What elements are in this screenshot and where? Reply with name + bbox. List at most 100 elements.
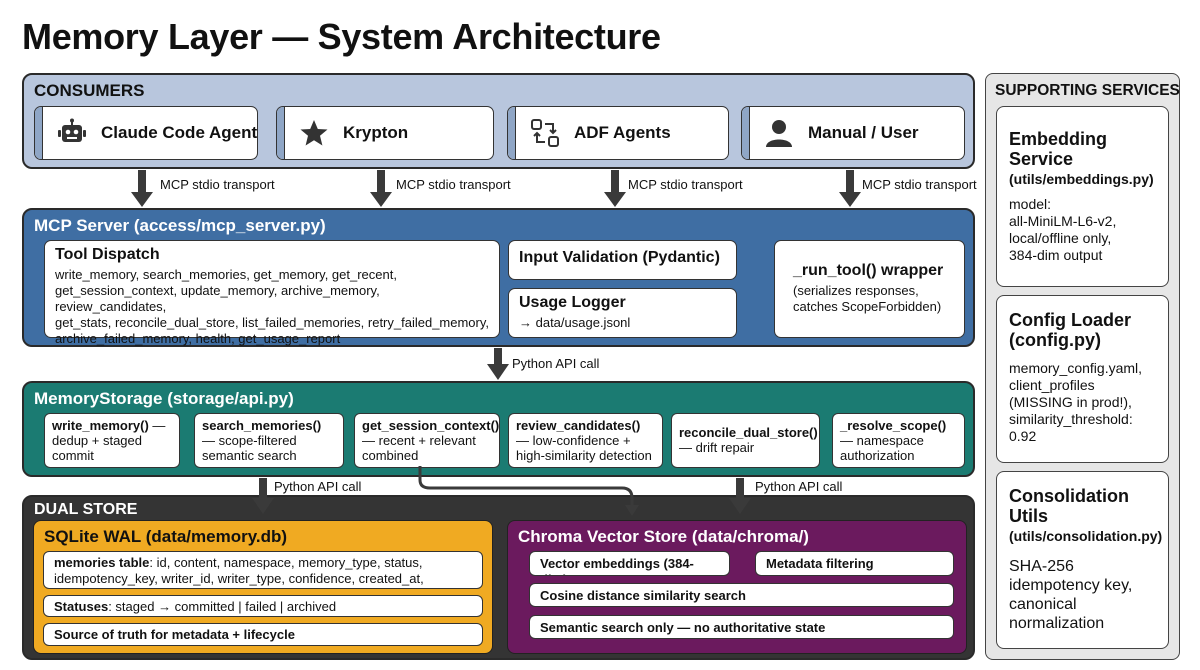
method-header: search_memories() bbox=[202, 418, 336, 433]
arrow-storage-to-sqlite bbox=[252, 478, 274, 514]
run-tool-line: catches ScopeForbidden) bbox=[793, 299, 942, 314]
tool-dispatch-line: write_memory, search_memories, get_memor… bbox=[55, 267, 397, 282]
tool-dispatch-card: Tool Dispatch write_memory, search_memor… bbox=[44, 240, 500, 346]
run-tool-wrapper-card: _run_tool() wrapper (serializes response… bbox=[774, 240, 965, 338]
consolidation-body-line: canonical bbox=[1009, 596, 1077, 613]
transport-label-2: MCP stdio transport bbox=[396, 177, 511, 192]
arrow-session-context-to-chroma bbox=[418, 466, 639, 516]
arrow-storage-to-chroma bbox=[729, 478, 751, 514]
config-title-line: Config Loader bbox=[1009, 310, 1131, 330]
tool-dispatch-line: get_stats, reconcile_dual_store, list_fa… bbox=[55, 315, 490, 330]
arrow-consumer-2 bbox=[370, 170, 392, 207]
sqlite-truth-text: Source of truth for metadata + lifecycle bbox=[54, 627, 295, 642]
chroma-row-text: Vector embeddings (384-dim) bbox=[540, 556, 694, 575]
chroma-metadata-filtering: Metadata filtering bbox=[755, 551, 954, 576]
method-header: review_candidates() bbox=[516, 418, 655, 433]
arrow-consumer-1 bbox=[131, 170, 153, 207]
config-loader-card: Config Loader (config.py) memory_config.… bbox=[996, 295, 1169, 463]
sqlite-statuses: Statuses: staged → committed | failed | … bbox=[43, 595, 483, 617]
consolidation-body-line: idempotency key, bbox=[1009, 577, 1133, 594]
sqlite-title: SQLite WAL (data/memory.db) bbox=[44, 527, 288, 546]
transport-label-4: MCP stdio transport bbox=[862, 177, 977, 192]
memory-storage-band: MemoryStorage (storage/api.py) write_mem… bbox=[22, 381, 975, 477]
consumer-label: Manual / User bbox=[808, 123, 919, 142]
method-name: _resolve_scope() bbox=[840, 418, 947, 433]
consumers-band: CONSUMERS Claude Code Agents Krypton bbox=[22, 73, 975, 169]
consolidation-utils-card: Consolidation Utils (utils/consolidation… bbox=[996, 471, 1169, 649]
embedding-body-line: 384-dim output bbox=[1009, 247, 1103, 263]
consolidation-body-line: normalization bbox=[1009, 615, 1105, 632]
consumer-stripe bbox=[508, 107, 516, 159]
python-api-label-3: Python API call bbox=[755, 479, 843, 494]
consolidation-title-line: Utils bbox=[1009, 506, 1049, 526]
embedding-title-line: Embedding bbox=[1009, 129, 1107, 149]
input-validation-card: Input Validation (Pydantic) bbox=[508, 240, 737, 280]
usage-logger-detail: → data/usage.jsonl bbox=[519, 315, 631, 330]
chroma-semantic-only: Semantic search only — no authoritative … bbox=[529, 615, 954, 639]
method-line: dedup + staged bbox=[52, 433, 142, 448]
user-icon bbox=[762, 116, 796, 150]
method-line: — namespace bbox=[840, 433, 924, 448]
star-icon bbox=[297, 116, 331, 150]
tool-dispatch-title: Tool Dispatch bbox=[55, 246, 160, 263]
embedding-service-card: Embedding Service (utils/embeddings.py) … bbox=[996, 106, 1169, 287]
method-line: — low-confidence + bbox=[516, 433, 631, 448]
sqlite-store-box: SQLite WAL (data/memory.db) memories tab… bbox=[33, 520, 493, 654]
embedding-subtitle: (utils/embeddings.py) bbox=[1009, 171, 1154, 187]
mcp-server-label: MCP Server (access/mcp_server.py) bbox=[34, 216, 326, 235]
method-review-candidates: review_candidates() — low-confidence + h… bbox=[508, 413, 663, 468]
method-line: combined bbox=[362, 448, 419, 463]
memory-storage-label: MemoryStorage (storage/api.py) bbox=[34, 389, 294, 408]
usage-logger-title: Usage Logger bbox=[519, 294, 626, 311]
method-reconcile-dual-store: reconcile_dual_store() — drift repair bbox=[671, 413, 820, 468]
chroma-vector-embeddings: Vector embeddings (384-dim) bbox=[529, 551, 730, 576]
consumer-stripe bbox=[742, 107, 750, 159]
method-line: — drift repair bbox=[679, 440, 755, 455]
sqlite-table-label: memories table bbox=[54, 555, 150, 570]
consumer-label: Krypton bbox=[343, 123, 409, 142]
config-body-line: (MISSING in prod!), bbox=[1009, 394, 1132, 410]
consumer-manual-user: Manual / User bbox=[741, 106, 965, 160]
sqlite-memories-table: memories table: id, content, namespace, … bbox=[43, 551, 483, 589]
sqlite-statuses-value: : staged → committed | failed | archived bbox=[108, 599, 337, 614]
chroma-store-box: Chroma Vector Store (data/chroma/) Vecto… bbox=[507, 520, 967, 654]
sqlite-source-of-truth: Source of truth for metadata + lifecycle bbox=[43, 623, 483, 646]
arrow-consumer-4 bbox=[839, 170, 861, 207]
arrow-mcp-to-storage bbox=[487, 348, 509, 380]
sqlite-statuses-label: Statuses bbox=[54, 599, 109, 614]
method-line: commit bbox=[52, 448, 94, 463]
consumer-claude-code-agents: Claude Code Agents bbox=[34, 106, 258, 160]
method-name: search_memories() bbox=[202, 418, 322, 433]
method-name: review_candidates() bbox=[516, 418, 641, 433]
run-tool-title: _run_tool() wrapper bbox=[793, 262, 944, 279]
embedding-body-line: local/offline only, bbox=[1009, 230, 1112, 246]
robot-icon bbox=[55, 116, 89, 150]
config-body-line: 0.92 bbox=[1009, 428, 1037, 444]
consolidation-body: SHA-256 idempotency key, canonical norma… bbox=[1009, 557, 1156, 633]
config-body-line: client_profiles bbox=[1009, 377, 1095, 393]
method-line: high-similarity detection bbox=[516, 448, 652, 463]
config-body-line: memory_config.yaml, bbox=[1009, 360, 1143, 376]
method-name: get_session_context() bbox=[362, 418, 500, 433]
sqlite-table-columns: : id, content, namespace, memory_type, s… bbox=[149, 555, 423, 570]
transport-label-3: MCP stdio transport bbox=[628, 177, 743, 192]
method-name: reconcile_dual_store() bbox=[679, 425, 818, 440]
arrow-consumer-3 bbox=[604, 170, 626, 207]
config-title-line: (config.py) bbox=[1009, 330, 1101, 350]
embedding-body: model: all-MiniLM-L6-v2, local/offline o… bbox=[1009, 196, 1156, 264]
consolidation-title-line: Consolidation bbox=[1009, 486, 1129, 506]
method-name: write_memory() bbox=[52, 418, 149, 433]
method-header: _resolve_scope() bbox=[840, 418, 957, 433]
method-write-memory: write_memory() — dedup + staged commit bbox=[44, 413, 180, 468]
python-api-label-2: Python API call bbox=[274, 479, 362, 494]
dual-store-label: DUAL STORE bbox=[34, 501, 138, 518]
consumer-label: Claude Code Agents bbox=[101, 123, 258, 142]
input-validation-title: Input Validation (Pydantic) bbox=[519, 249, 720, 266]
method-line: — scope-filtered bbox=[202, 433, 297, 448]
sqlite-table-line: memories table: id, content, namespace, … bbox=[54, 555, 472, 571]
method-search-memories: search_memories() — scope-filtered seman… bbox=[194, 413, 344, 468]
consumer-adf-agents: ADF Agents bbox=[507, 106, 729, 160]
method-header: reconcile_dual_store() bbox=[679, 425, 818, 440]
tool-dispatch-line: get_session_context, update_memory, arch… bbox=[55, 283, 380, 314]
